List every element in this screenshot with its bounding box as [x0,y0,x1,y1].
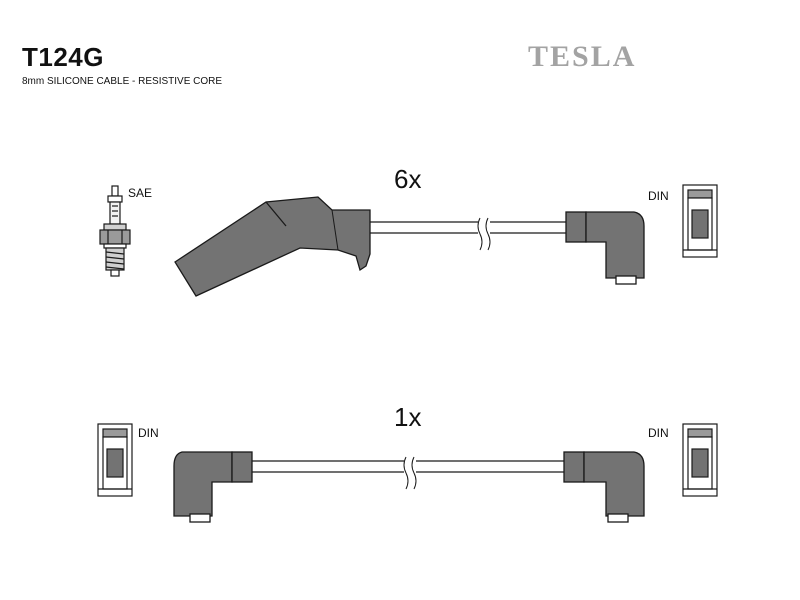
lead-a-din-terminal-icon [682,184,718,258]
product-description: 8mm SILICONE CABLE - RESISTIVE CORE [22,76,223,87]
spark-plug-icon [99,185,131,277]
product-code: T124G [22,42,104,72]
lead-b-cable [252,456,564,490]
lead-a-coil-boot [565,211,645,285]
lead-a-plug-boot [174,196,371,297]
lead-b-left-boot [173,451,253,523]
lead-b-quantity: 1x [394,402,422,432]
lead-a-right-terminal-label: DIN [648,189,669,203]
lead-a-quantity: 6x [394,164,422,194]
lead-a-left-terminal-label: SAE [128,186,153,200]
lead-b-left-din-terminal-icon [97,423,133,497]
lead-b-right-terminal-label: DIN [648,426,669,440]
lead-a-cable [370,217,566,251]
lead-b-left-terminal-label: DIN [138,426,159,440]
lead-b-right-din-terminal-icon [682,423,718,497]
lead-b-right-boot [563,451,645,523]
brand-logo: TESLA [528,40,637,73]
